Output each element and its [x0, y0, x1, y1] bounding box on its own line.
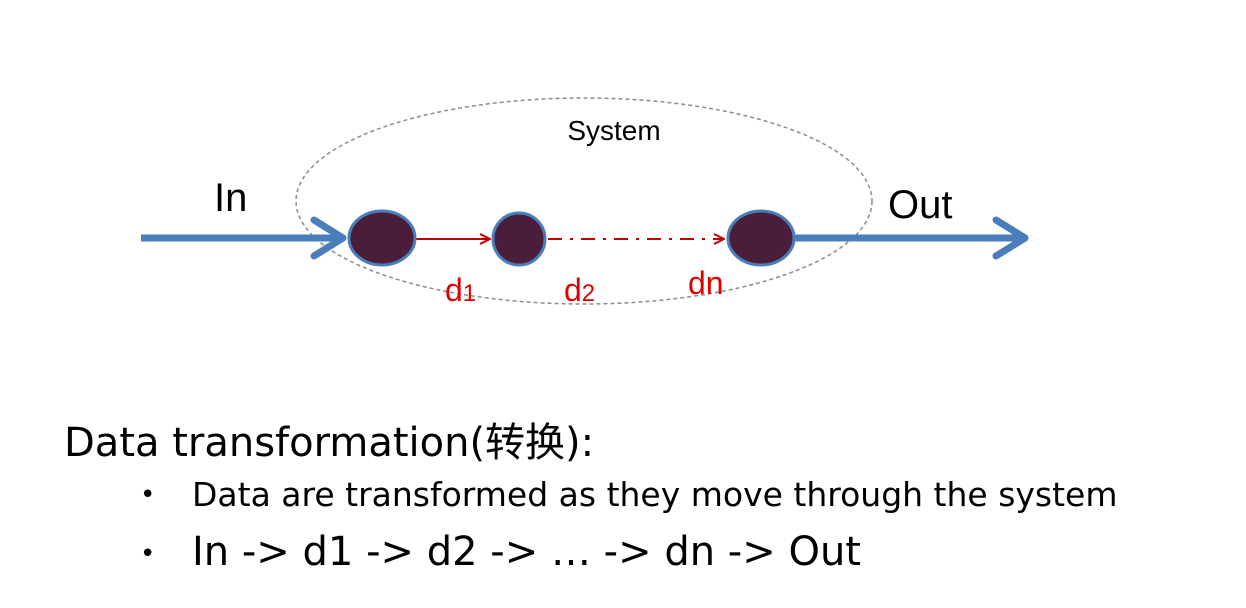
bullet-text: In -> d1 -> d2 -> … -> dn -> Out: [192, 529, 861, 575]
data-label-dn: dn: [688, 265, 724, 301]
process-node-2: [491, 211, 547, 267]
bullet-list: • Data are transformed as they move thro…: [140, 470, 1118, 582]
input-label: In: [214, 176, 247, 220]
output-arrow: [793, 216, 1029, 260]
bullet-icon: •: [140, 480, 156, 510]
system-boundary: [295, 97, 873, 305]
list-item: • Data are transformed as they move thro…: [140, 470, 1118, 520]
data-label-d1: d1: [445, 272, 476, 308]
system-label: System: [567, 115, 660, 146]
bullet-text: Data are transformed as they move throug…: [192, 475, 1118, 514]
bullet-icon: •: [140, 539, 156, 569]
data-flow-diagram: System In Out d1 d2 dn: [141, 97, 1029, 308]
list-item: • In -> d1 -> d2 -> … -> dn -> Out: [140, 522, 1118, 582]
process-node-n: [726, 209, 796, 267]
process-node-1: [347, 209, 417, 267]
input-arrow: [141, 216, 347, 260]
data-label-d2: d2: [564, 272, 595, 308]
section-heading: Data transformation(转换):: [64, 420, 595, 466]
output-label: Out: [888, 183, 952, 227]
